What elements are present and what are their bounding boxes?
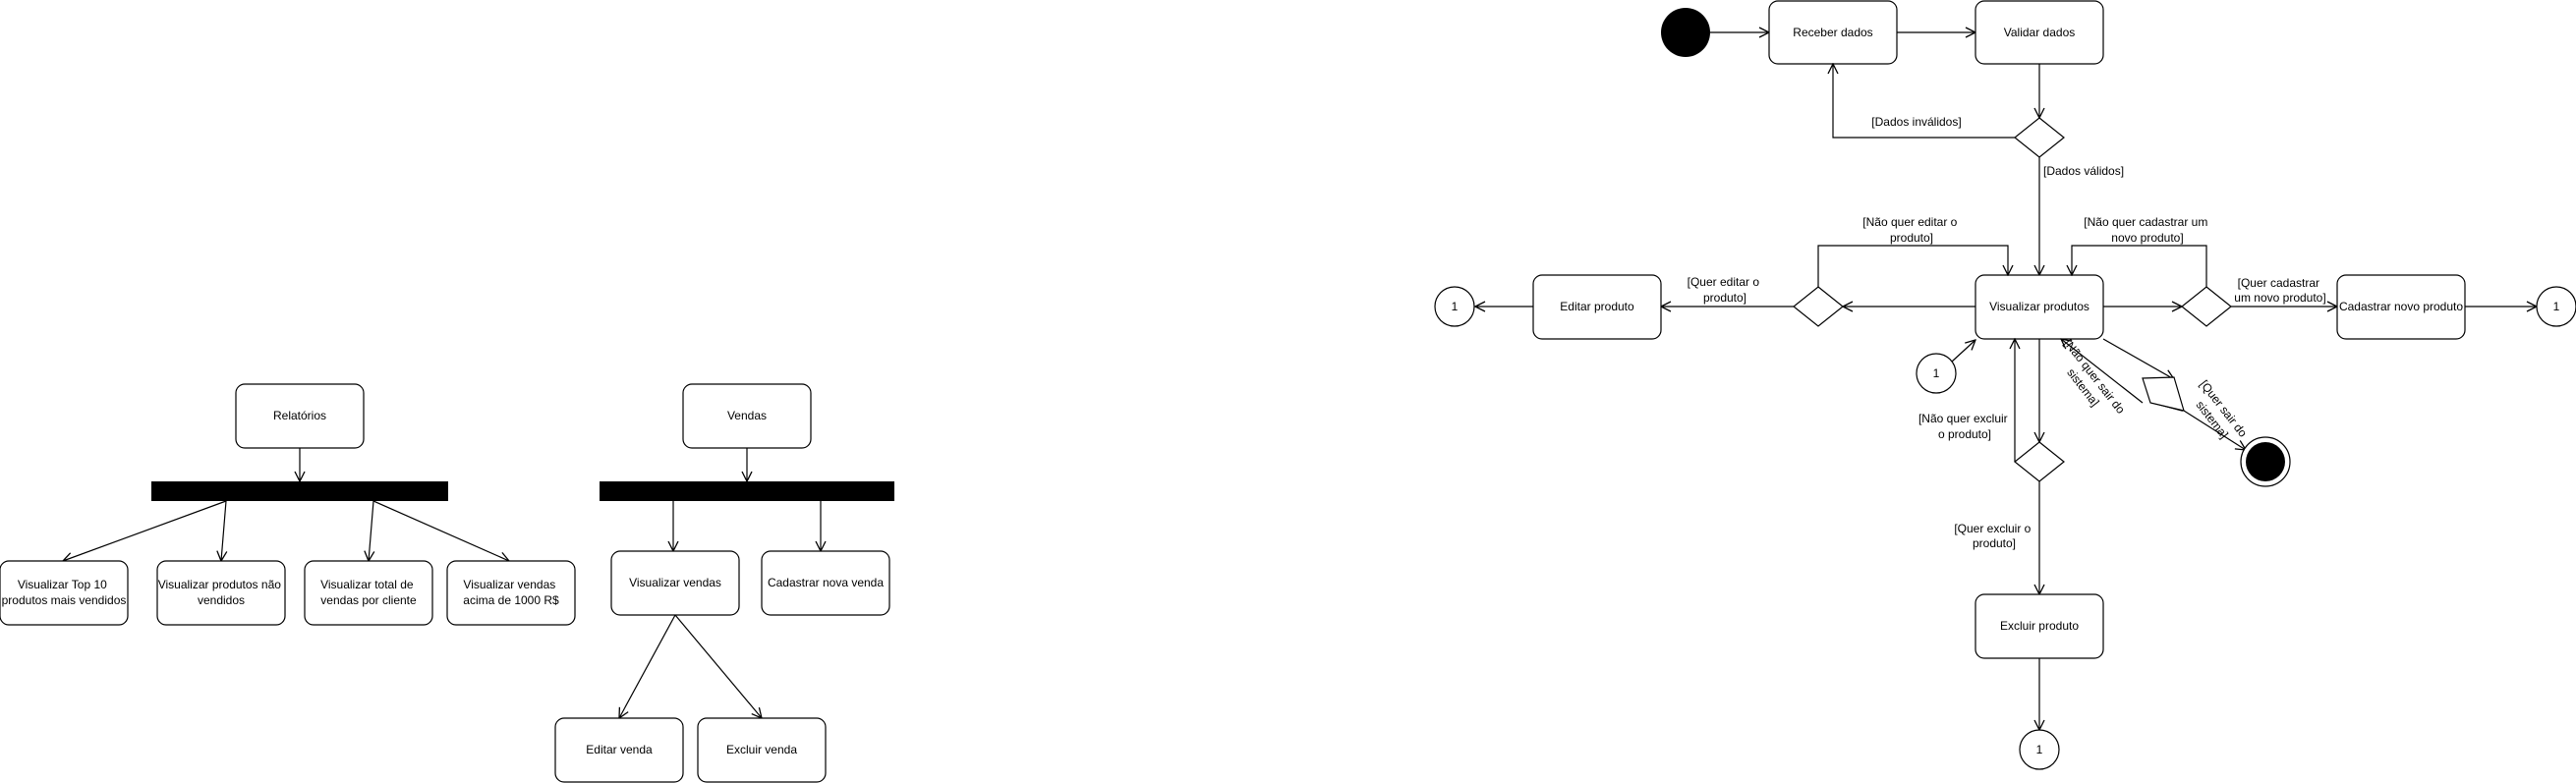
connector-excluir-label: 1 <box>2036 743 2043 756</box>
fork-edge-top10 <box>63 500 227 561</box>
fork-edge-nao-vendidos <box>221 500 226 561</box>
activity-flow: Receber dados Validar dados [Dados invál… <box>1434 0 2576 770</box>
guard-quer-sair: [Quer sair do sistema] <box>2185 377 2252 452</box>
relatorios-fork-bar <box>151 481 448 501</box>
vendas-label: Vendas <box>727 409 767 422</box>
edge-visualizar-to-excluir <box>674 614 762 718</box>
guard-quer-editar: [Quer editar o produto] <box>1688 275 1763 305</box>
node-cadastrar-venda-label: Cadastrar nova venda <box>768 576 884 589</box>
edge-quer-sair <box>2183 410 2246 450</box>
edge-connector-to-visualizar <box>1951 340 1975 363</box>
guard-nao-cadastrar: [Não quer cadastrar um novo produto] <box>2084 215 2210 245</box>
relatorios-group: Relatórios Visualizar Top 10 produtos ma… <box>0 383 576 626</box>
node-excluir-venda-label: Excluir venda <box>726 743 797 756</box>
guard-nao-editar: [Não quer editar o produto] <box>1862 215 1960 245</box>
connector-edit-label: 1 <box>1452 300 1459 313</box>
edge-invalid-to-receber <box>1833 64 2015 139</box>
node-editar-venda-label: Editar venda <box>586 743 653 756</box>
decision-validation <box>2014 117 2065 158</box>
node-validar-dados-label: Validar dados <box>2004 26 2076 39</box>
node-nao-vendidos <box>156 560 286 626</box>
node-excluir-venda <box>697 717 827 783</box>
fork-edge-acima-1000 <box>372 500 509 561</box>
vendas-fork-bar <box>600 481 894 501</box>
initial-node <box>1661 8 1710 57</box>
edge-nao-sair-loop <box>2061 339 2144 404</box>
node-editar-produto-label: Editar produto <box>1560 300 1634 313</box>
connector-cadastrar <box>2536 286 2576 327</box>
node-editar-venda <box>554 717 684 783</box>
edge-nao-editar-loop <box>1817 245 2008 287</box>
edge-visualizar-to-exit-decision <box>2102 338 2174 379</box>
node-total-cliente <box>304 560 433 626</box>
connector-return <box>1916 353 1957 394</box>
final-node-core <box>2246 442 2285 481</box>
node-total-cliente-label: Visualizar total de vendas por cliente <box>320 578 417 607</box>
node-cadastrar-venda <box>761 550 890 616</box>
guard-nao-excluir: [Não quer excluir o produto] <box>1918 412 2011 441</box>
node-excluir-produto-label: Excluir produto <box>2000 619 2079 633</box>
guard-quer-cadastrar: [Quer cadastrar um novo produto] <box>2234 276 2325 305</box>
guard-dados-validos: [Dados válidos] <box>2043 164 2124 178</box>
node-cadastrar-produto-label: Cadastrar novo produto <box>2339 300 2463 313</box>
node-receber-dados-label: Receber dados <box>1793 26 1872 39</box>
node-acima-1000-label: Visualizar vendas acima de 1000 R$ <box>463 578 559 607</box>
decision-exit-shape <box>2142 376 2185 412</box>
edge-nao-cadastrar-loop <box>2072 245 2207 287</box>
vendas-group: Vendas Visualizar vendas Cadastrar nova … <box>554 383 894 783</box>
node-visualizar-produtos-label: Visualizar produtos <box>1989 300 2089 313</box>
edge-visualizar-to-editar <box>619 614 676 718</box>
node-nao-vendidos-label: Visualizar produtos não vendidos <box>158 578 285 607</box>
relatorios-label: Relatórios <box>273 409 326 422</box>
decision-cadastrar <box>2181 286 2232 327</box>
fork-edge-total-cliente <box>369 500 373 561</box>
node-visualizar-vendas-label: Visualizar vendas <box>629 576 721 589</box>
connector-excluir <box>2019 729 2060 770</box>
node-top10-label: Visualizar Top 10 produtos mais vendidos <box>2 578 127 607</box>
node-acima-1000 <box>446 560 576 626</box>
guard-dados-invalidos: [Dados inválidos] <box>1871 115 1961 129</box>
decision-delete <box>2014 441 2065 482</box>
guard-quer-excluir: [Quer excluir o produto] <box>1954 522 2033 550</box>
connector-edit <box>1434 286 1475 327</box>
node-top10 <box>0 560 129 626</box>
decision-edit <box>1793 286 1844 327</box>
connector-return-label: 1 <box>1933 366 1940 380</box>
connector-cadastrar-label: 1 <box>2553 300 2560 313</box>
